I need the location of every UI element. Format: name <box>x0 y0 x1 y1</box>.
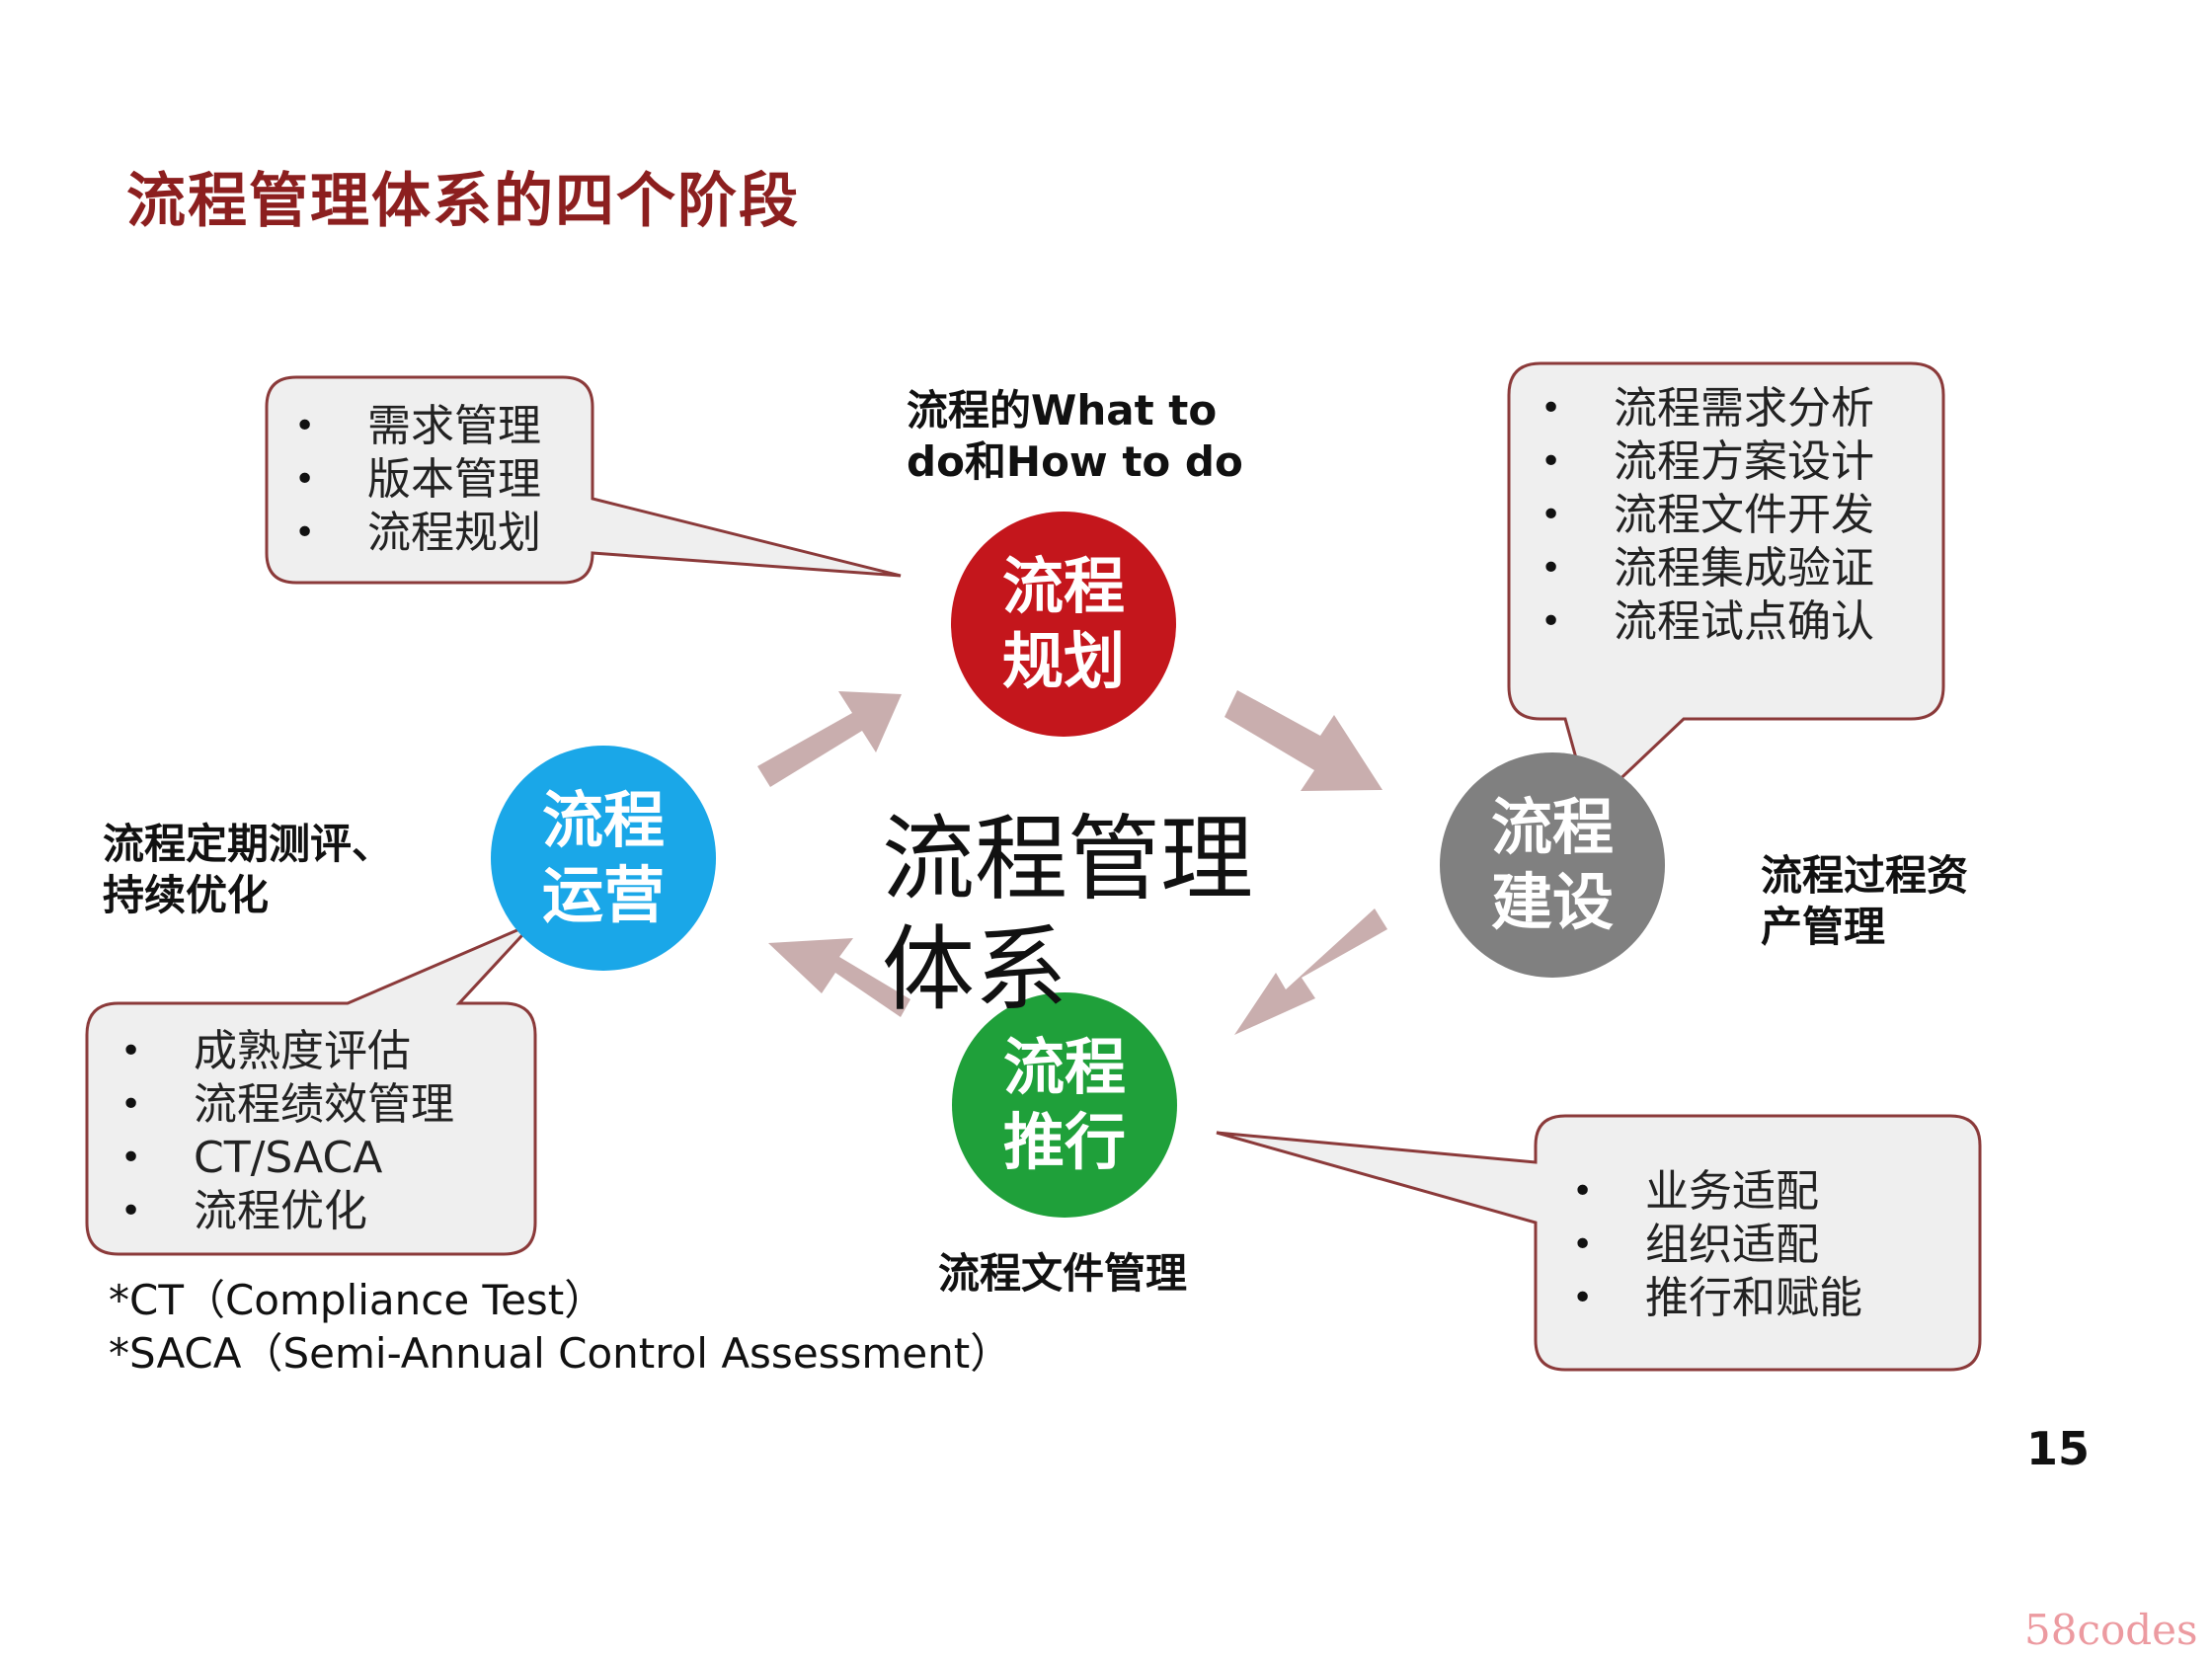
list-item: 组织适配 <box>1572 1219 1862 1272</box>
note-saca: *SACA（Semi-Annual Control Assessment） <box>109 1329 1012 1378</box>
stage-planning-label: 流程的What to do和How to do <box>907 386 1243 486</box>
arrow-building-to-rollout <box>1234 908 1387 1035</box>
list-item: 业务适配 <box>1572 1165 1862 1219</box>
note-ct: *CT（Compliance Test） <box>109 1276 606 1324</box>
stage-building-label: 流程过程资 产管理 <box>1761 851 1969 951</box>
list-item: 流程方案设计 <box>1540 435 1874 489</box>
stage-planning-line2: 规划 <box>1001 625 1125 697</box>
list-item: 成熟度评估 <box>120 1025 454 1078</box>
stage-planning-line1: 流程 <box>1001 550 1125 622</box>
center-label: 流程管理 体系 <box>882 806 1254 1024</box>
page-number: 15 <box>2026 1422 2091 1475</box>
stage-operation-label: 流程定期测评、 持续优化 <box>103 820 394 919</box>
stage-rollout-circle: 流程 推行 <box>952 992 1177 1218</box>
callout-building-list: 流程需求分析 流程方案设计 流程文件开发 流程集成验证 流程试点确认 <box>1540 382 1874 649</box>
callout-operation-list: 成熟度评估 流程绩效管理 CT/SACA 流程优化 <box>120 1025 454 1238</box>
list-item: 流程优化 <box>120 1185 454 1238</box>
stage-building-circle: 流程 建设 <box>1440 752 1665 978</box>
list-item: 推行和赋能 <box>1572 1272 1862 1325</box>
list-item: CT/SACA <box>120 1132 454 1185</box>
list-item: 流程试点确认 <box>1540 595 1874 649</box>
watermark: 58codes <box>2024 1606 2198 1654</box>
list-item: 流程绩效管理 <box>120 1078 454 1132</box>
arrow-operation-to-planning <box>757 691 902 787</box>
list-item: 流程规划 <box>294 507 541 560</box>
stage-operation-line1: 流程 <box>541 784 665 856</box>
list-item: 版本管理 <box>294 453 541 507</box>
stage-rollout-line1: 流程 <box>1002 1031 1126 1103</box>
list-item: 需求管理 <box>294 400 541 453</box>
stage-operation-line2: 运营 <box>541 859 665 931</box>
arrow-rollout-to-operation <box>768 938 910 1017</box>
cycle-arrows <box>757 690 1387 1035</box>
stage-planning-circle: 流程 规划 <box>951 512 1176 737</box>
list-item: 流程需求分析 <box>1540 382 1874 435</box>
stage-building-line2: 建设 <box>1490 866 1614 938</box>
callout-planning-list: 需求管理 版本管理 流程规划 <box>294 400 541 560</box>
stage-building-line1: 流程 <box>1490 791 1614 863</box>
arrow-planning-to-building <box>1224 690 1382 791</box>
stage-operation-circle: 流程 运营 <box>491 746 716 971</box>
callout-rollout-list: 业务适配 组织适配 推行和赋能 <box>1572 1165 1862 1325</box>
stage-rollout-label: 流程文件管理 <box>938 1249 1188 1298</box>
stage-rollout-line2: 推行 <box>1002 1106 1126 1178</box>
list-item: 流程集成验证 <box>1540 542 1874 595</box>
list-item: 流程文件开发 <box>1540 489 1874 542</box>
page-title: 流程管理体系的四个阶段 <box>126 167 800 236</box>
